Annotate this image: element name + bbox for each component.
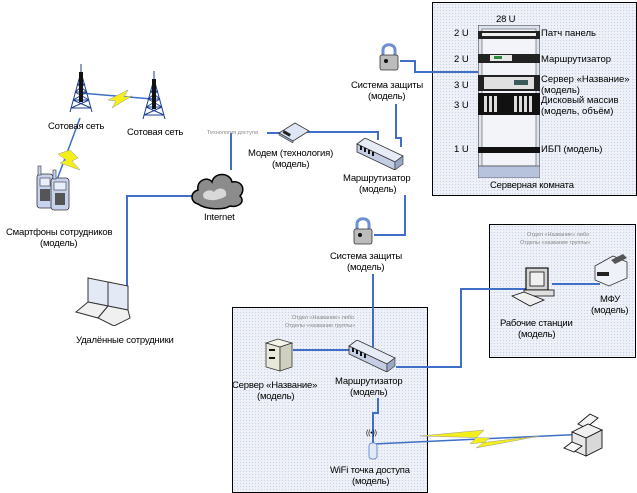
server-room-title: Серверная комната: [490, 180, 574, 191]
workstations-label-2: (модель): [518, 329, 556, 340]
link-internet-remote: [126, 195, 192, 288]
smartphones-label-1: Смартфоны сотрудников: [6, 227, 113, 238]
rack-size-label: 28 U: [496, 14, 516, 25]
rack-unit-3-label: Сервер «Название»: [541, 74, 630, 85]
firewall-mid-label-2: (модель): [347, 262, 385, 273]
rack-unit-1-size: 2 U: [454, 28, 469, 39]
mfu-label-1: МФУ: [600, 294, 621, 305]
cell-tower-icon: [69, 64, 93, 113]
rack-unit-4-size: 3 U: [454, 100, 469, 111]
link-router-wifi: [372, 398, 379, 444]
cell-tower-2-label: Сотовая сеть: [127, 127, 184, 138]
rack-unit-5-size: 1 U: [454, 144, 469, 155]
wifi-access-point-icon: [368, 442, 378, 460]
wifi-signal-symbol: ((•)): [366, 430, 377, 437]
rack-unit-3-label-2: (модель): [541, 85, 580, 96]
server-tower-icon: [264, 338, 294, 372]
wifi-label-1: WiFi точка доступа: [330, 465, 410, 476]
lightning-towers-icon: [107, 89, 133, 109]
lock-icon: [353, 217, 373, 245]
rack-unit-2-label: Маршрутизатор: [541, 54, 612, 65]
server-rack-icon: [478, 25, 540, 178]
link-firewall-rack-router: [400, 59, 491, 73]
link-router-firewall-mid: [374, 195, 406, 236]
rack-unit-2-size: 2 U: [454, 54, 469, 65]
laptops-icon: [74, 277, 131, 326]
rack-unit-3-size: 3 U: [454, 80, 469, 91]
cell-tower-1-label: Сотовая сеть: [48, 121, 105, 132]
internet-cloud-icon: [191, 173, 244, 210]
bottom-server-label-1: Сервер «Название»: [232, 380, 318, 391]
dept-bottom-caption-2: Отделы «название группы»: [285, 323, 356, 329]
rack-unit-4-label: Дисковый массив: [541, 95, 619, 106]
modem-icon: [278, 122, 310, 143]
smartphones-icon: [36, 165, 70, 211]
smartphones-label-2: (модель): [40, 238, 78, 249]
remote-workers-label: Удалённые сотрудники: [76, 335, 174, 346]
bottom-router-label-1: Маршрутизатор: [335, 376, 403, 387]
rack-unit-4-label-2: (модель, объём): [541, 106, 614, 117]
link-modem-router: [307, 131, 379, 140]
modem-label-1: Модем (технология): [248, 148, 334, 159]
bottom-router-label-2: (модель): [350, 387, 388, 398]
router-main-icon: [356, 138, 404, 170]
internet-label: Internet: [204, 212, 235, 223]
bottom-server-label-2: (модель): [257, 391, 295, 402]
link-router-workstations: [396, 288, 527, 368]
router-main-label-2: (модель): [359, 184, 397, 195]
lock-icon: [379, 43, 399, 71]
workstations-label-1: Рабочие станции: [500, 318, 573, 329]
workstation-icon: [511, 267, 555, 307]
wireless-printer-icon: [563, 413, 604, 457]
dept-right-caption-1: Отдел «Название» либо: [527, 232, 590, 238]
rack-unit-1-label: Патч панель: [541, 28, 596, 39]
router-bottom-icon: [348, 340, 396, 372]
lightning-wifi-printer-icon: [419, 429, 541, 449]
dept-bottom-caption-1: Отдел «Название» либо: [292, 315, 355, 321]
department-right-panel: [489, 224, 636, 358]
access-technology-label: Технология доступа: [207, 130, 259, 136]
wifi-label-2: (модель): [352, 476, 390, 487]
dept-right-caption-2: Отделы «название группы»: [520, 240, 591, 246]
mfu-label-2: (модель): [591, 305, 629, 316]
firewall-top-label-1: Система защиты: [351, 80, 424, 91]
firewall-top-label-2: (модель): [368, 91, 406, 102]
firewall-mid-label-1: Система защиты: [330, 251, 403, 262]
mfu-printer-icon: [594, 254, 628, 287]
rack-unit-5-label: ИБП (модель): [541, 144, 603, 155]
cell-tower-icon: [142, 71, 166, 120]
department-bottom-panel: [232, 307, 428, 493]
lightning-phones-icon: [57, 149, 81, 171]
link-firewall-main-router: [395, 104, 402, 147]
modem-label-2: (модель): [272, 159, 310, 170]
router-main-label-1: Маршрутизатор: [343, 173, 411, 184]
